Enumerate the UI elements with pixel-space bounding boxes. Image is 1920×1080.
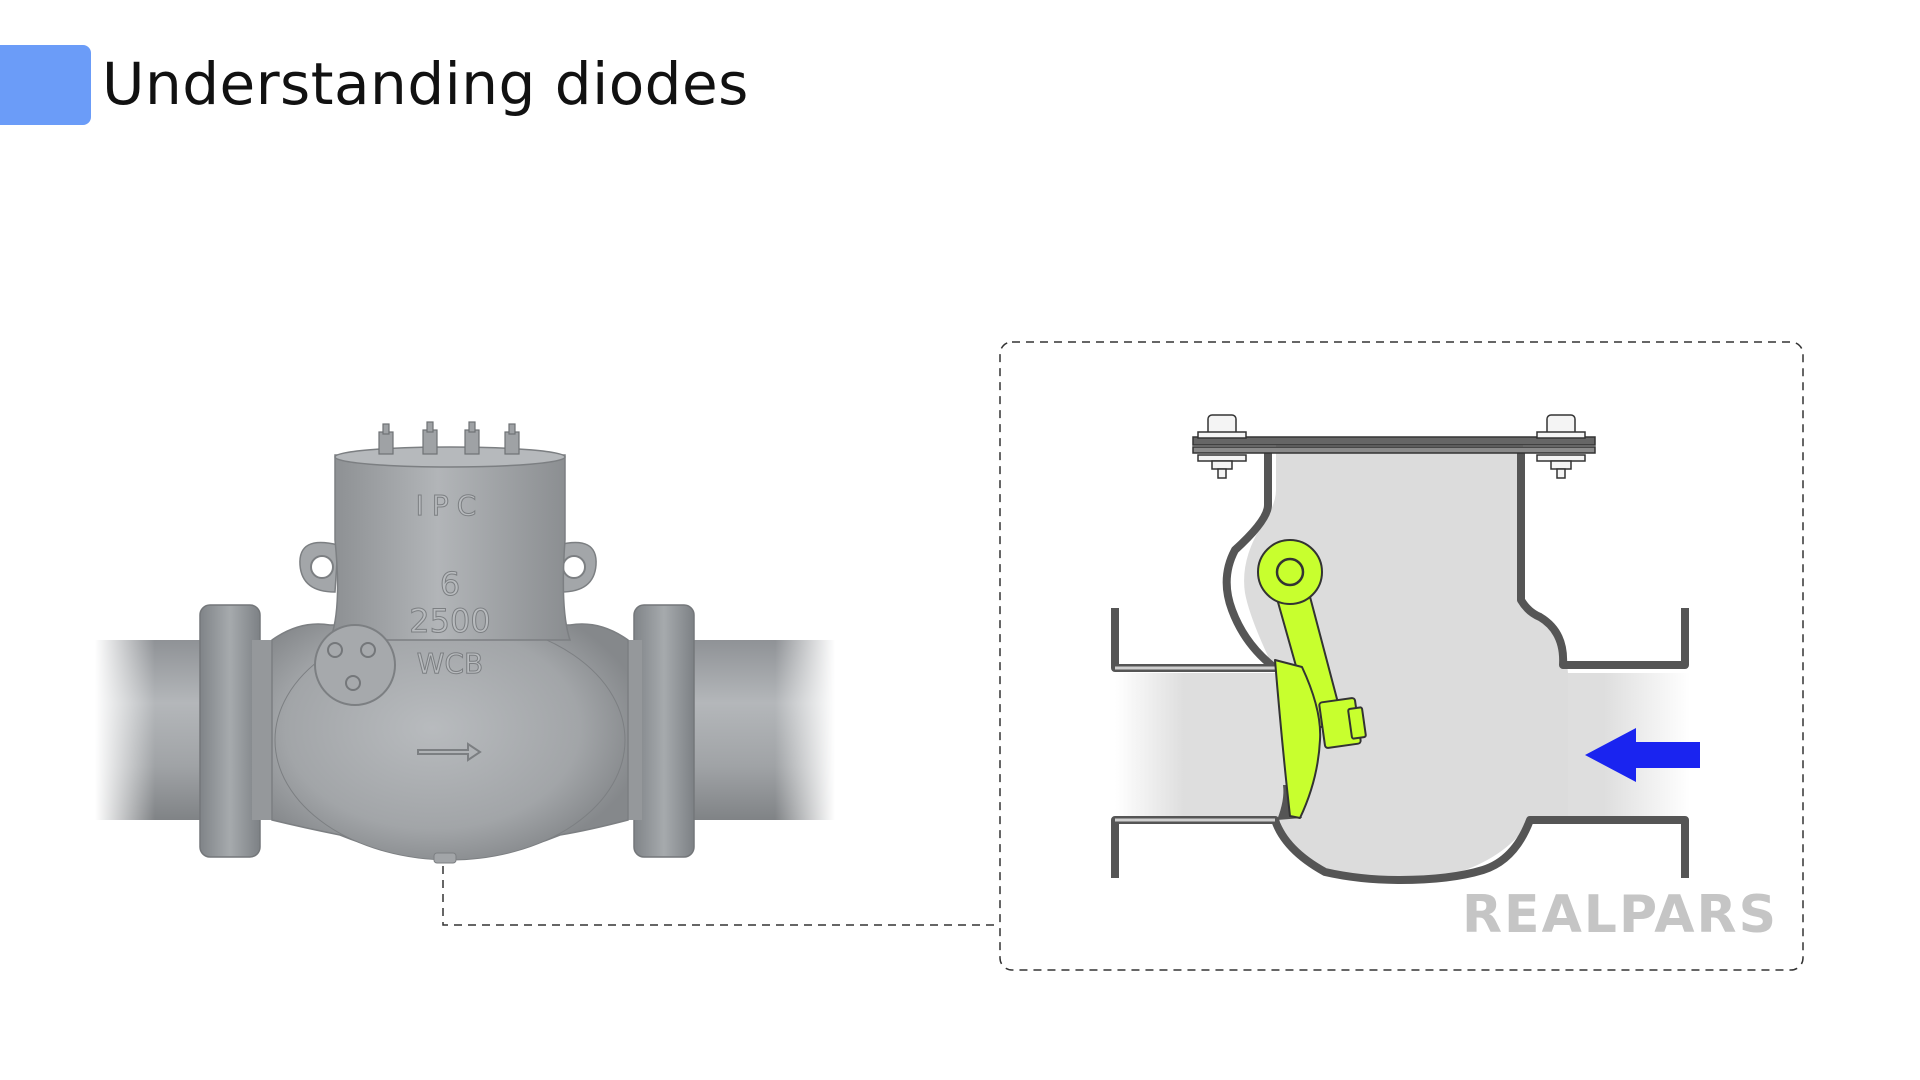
lifting-lug-right bbox=[557, 541, 597, 593]
disc-plate bbox=[1274, 659, 1322, 819]
marking-maker: IPC bbox=[416, 489, 485, 522]
cover-bolt-right bbox=[1536, 414, 1586, 479]
valve-cavity bbox=[1244, 443, 1568, 876]
cover-bolts bbox=[378, 421, 520, 455]
swing-check-valve-photo: IPC 6 2500 WCB bbox=[95, 421, 835, 864]
valve-cross-section bbox=[1111, 414, 1700, 884]
title-accent-bar bbox=[0, 45, 91, 125]
marking-pressure-class: 2500 bbox=[409, 602, 490, 640]
callout-box bbox=[999, 341, 1804, 971]
cover-bolt-left bbox=[1197, 414, 1247, 479]
lifting-lug-left bbox=[299, 541, 339, 593]
cover-plate bbox=[1192, 436, 1596, 454]
hinge-boss bbox=[314, 624, 396, 706]
right-flange bbox=[633, 604, 695, 858]
left-flange bbox=[199, 604, 261, 858]
right-arrow-icon bbox=[417, 742, 482, 762]
swing-disc bbox=[1257, 539, 1367, 819]
slide-title: Understanding diodes bbox=[102, 50, 749, 118]
marking-size: 6 bbox=[440, 565, 460, 603]
marking-material: WCB bbox=[417, 647, 483, 680]
callout-connector-line bbox=[442, 866, 1000, 926]
realpars-logo: REALPARS bbox=[1462, 885, 1779, 945]
left-arrow-icon bbox=[1585, 728, 1700, 782]
bonnet bbox=[328, 454, 572, 641]
bonnet-cover bbox=[334, 446, 566, 468]
